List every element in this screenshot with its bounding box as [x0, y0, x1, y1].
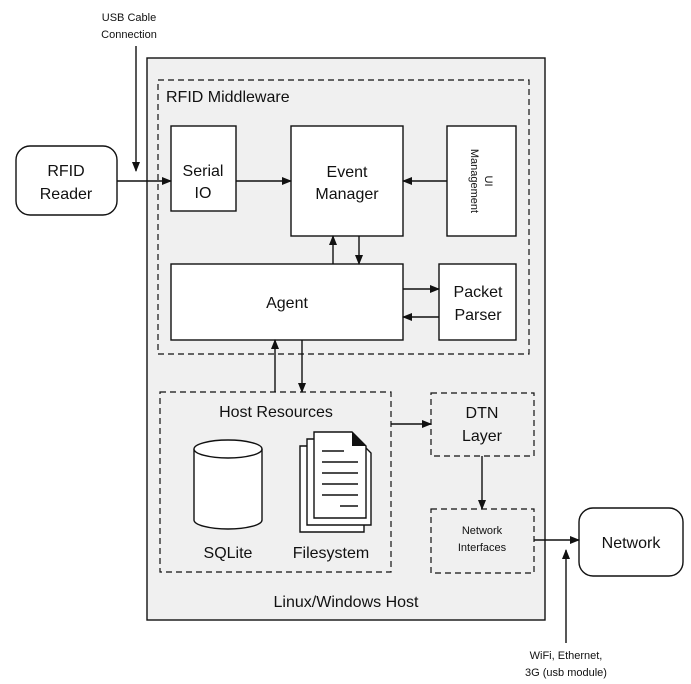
serial-io-box [170, 125, 237, 212]
document-icon [299, 431, 372, 533]
agent-label: Agent [266, 295, 308, 312]
wifi-label-1: WiFi, Ethernet, [530, 650, 603, 662]
rfid-middleware-container [157, 79, 530, 355]
ui-management-label-2: Management [468, 149, 480, 213]
packet-parser-label-1: Packet [454, 284, 503, 301]
rfid-reader-label-1: RFID [47, 163, 84, 180]
host-resources-label: Host Resources [219, 404, 333, 421]
rfid-reader-label-2: Reader [40, 186, 93, 203]
rfid-middleware-label: RFID Middleware [166, 89, 290, 106]
event-manager-label-1: Event [327, 164, 368, 181]
event-manager-label-2: Manager [315, 186, 379, 203]
usb-label-2: Connection [101, 29, 157, 41]
usb-label-1: USB Cable [102, 12, 156, 24]
packet-parser-label-2: Parser [454, 307, 502, 324]
wifi-label-2: 3G (usb module) [525, 667, 607, 679]
agent-box [170, 263, 404, 341]
ui-management-box [446, 125, 517, 237]
serial-io-label-2: IO [195, 185, 212, 202]
database-icon [193, 439, 263, 530]
filesystem-label: Filesystem [293, 545, 369, 562]
network-interfaces-label-2: Interfaces [458, 542, 507, 554]
dtn-layer-label-2: Layer [462, 428, 503, 445]
network-interfaces-label-1: Network [462, 525, 503, 537]
dtn-layer-label-1: DTN [466, 405, 499, 422]
event-manager-box [290, 125, 404, 237]
network-label: Network [602, 535, 662, 552]
host-label: Linux/Windows Host [274, 594, 420, 611]
serial-io-label-1: Serial [183, 163, 224, 180]
ui-management-label-1: UI [482, 176, 494, 187]
rfid-reader-box [15, 145, 118, 216]
packet-parser-box [438, 263, 517, 341]
sqlite-label: SQLite [204, 545, 253, 562]
